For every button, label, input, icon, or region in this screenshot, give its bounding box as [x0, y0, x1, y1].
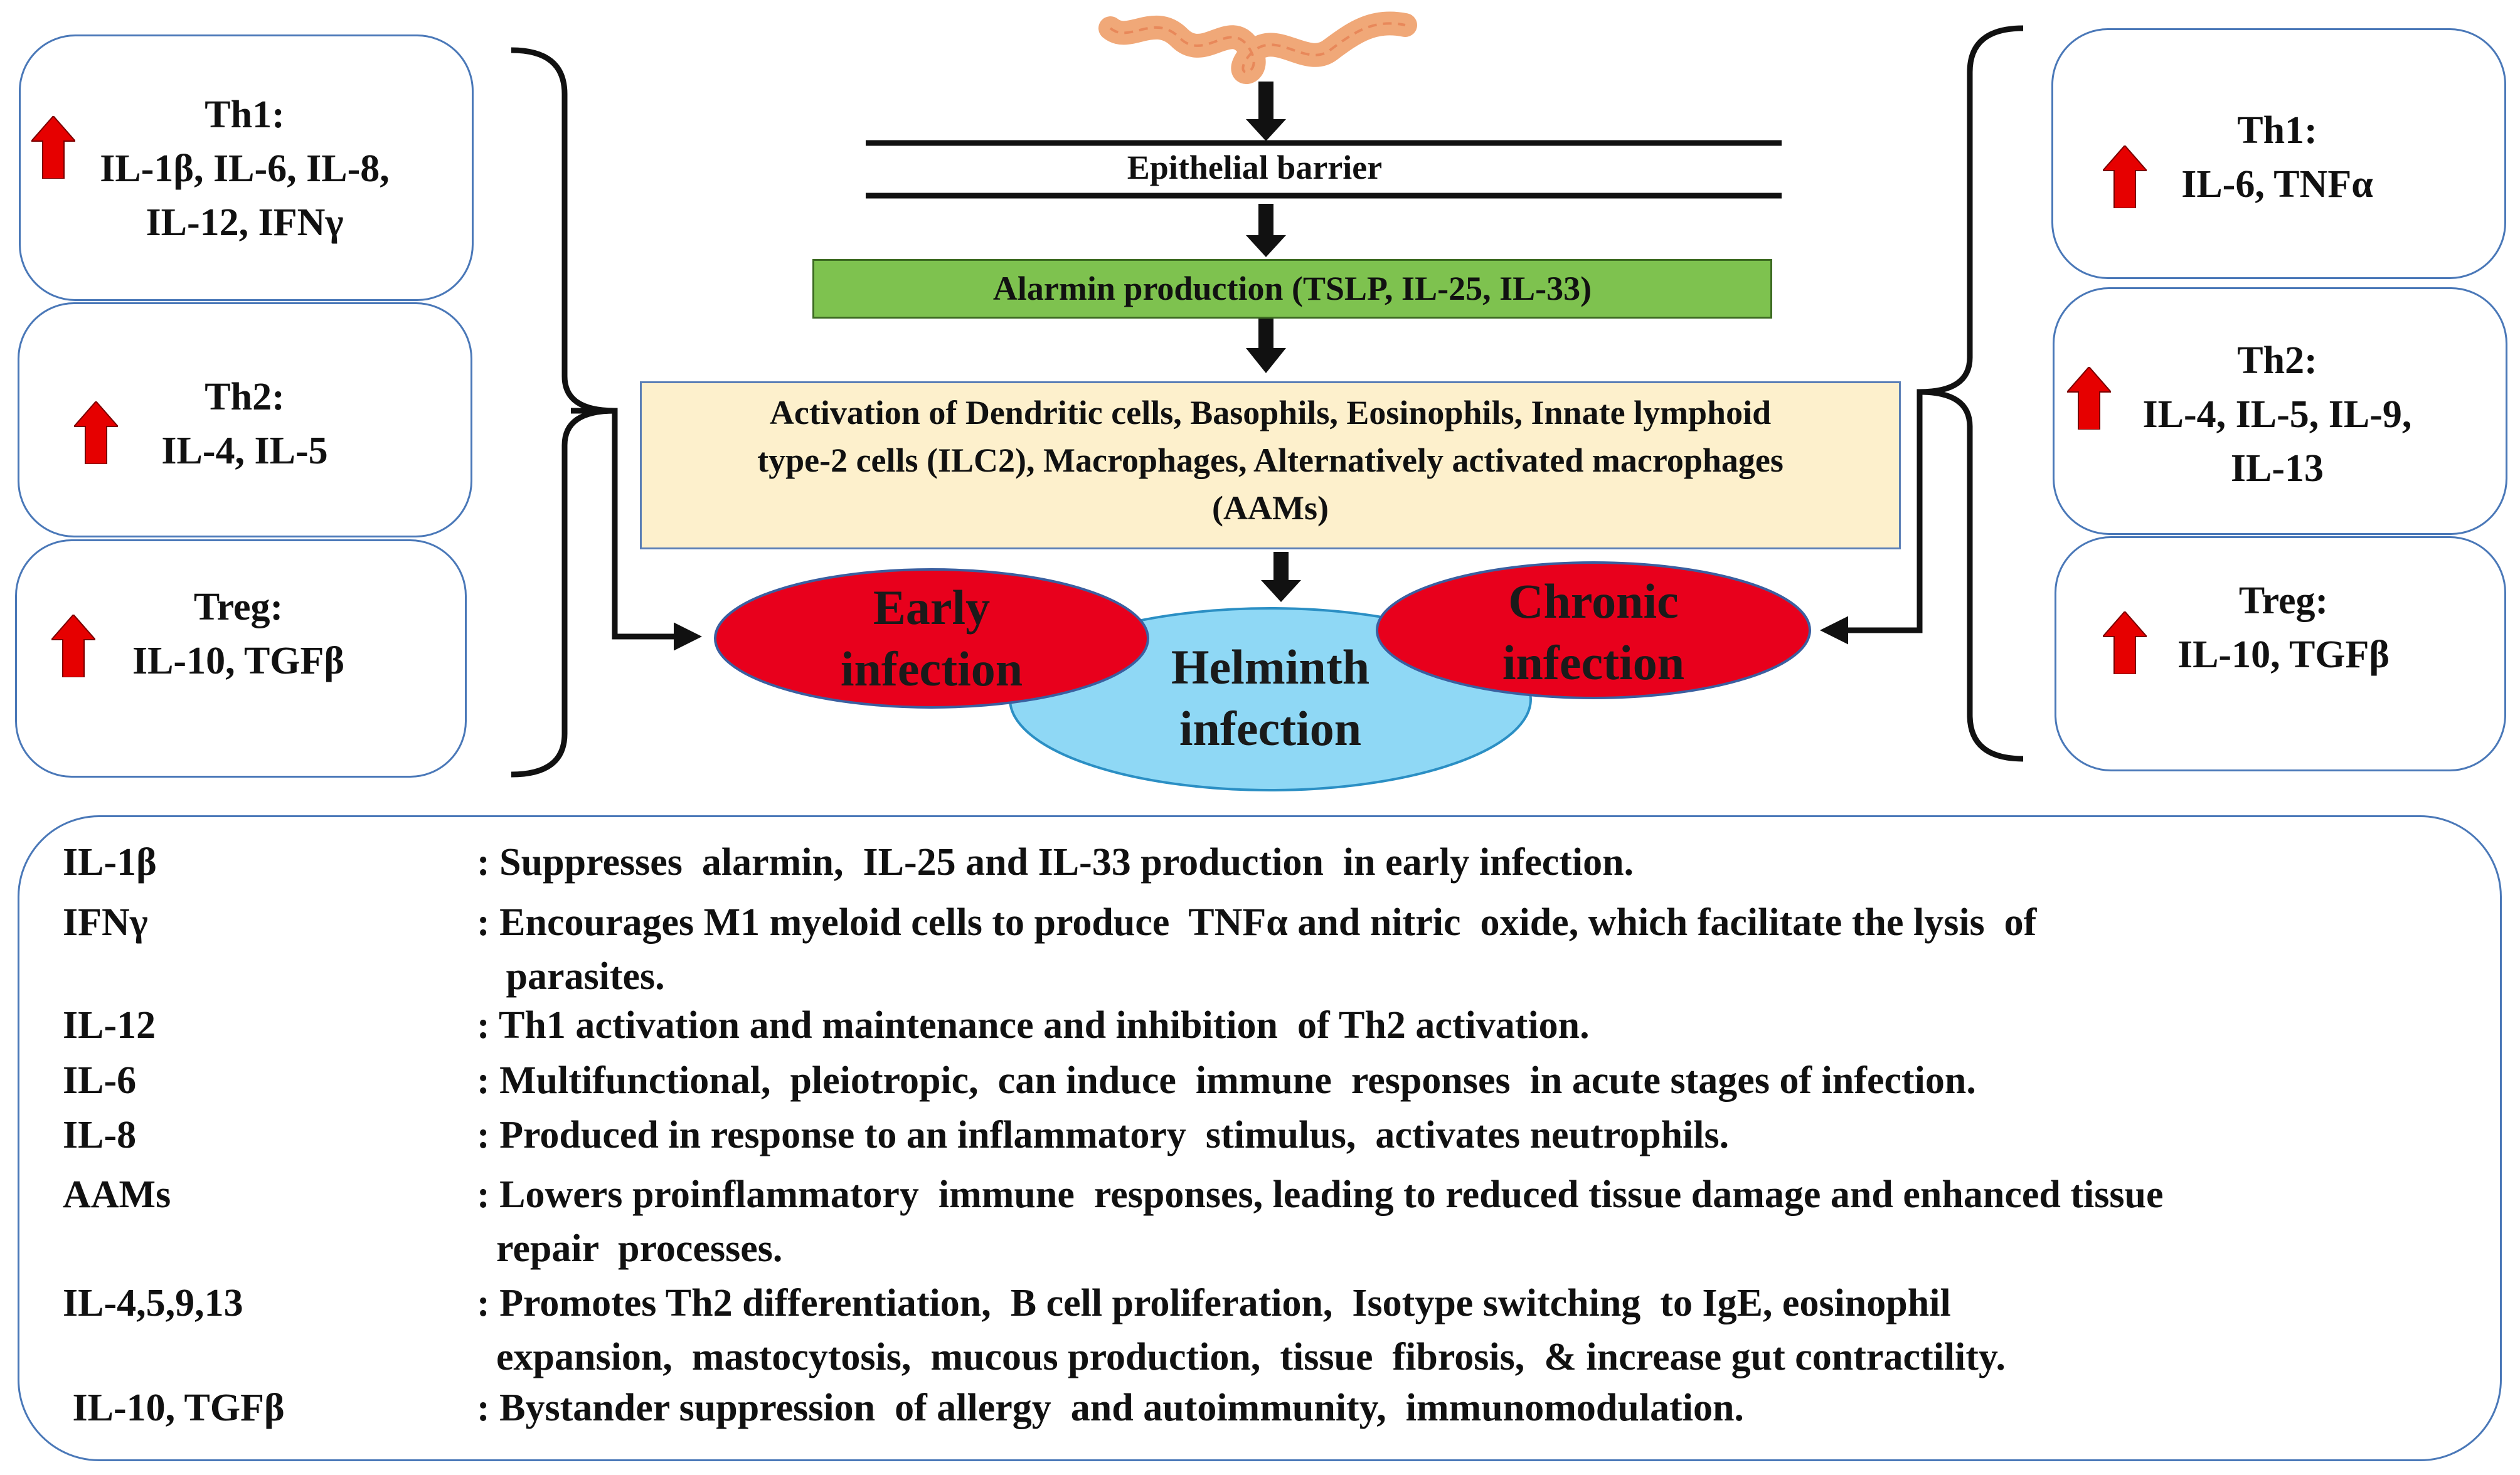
legend-desc: : Lowers proinflammatory immune response… — [477, 1173, 2164, 1270]
early-infection-label: Early infection — [743, 577, 1120, 700]
right-connector-arrow — [1820, 389, 1923, 645]
legend-desc: : Multifunctional, pleiotropic, can indu… — [477, 1059, 1976, 1102]
legend-desc: : Encourages M1 myeloid cells to produce… — [477, 901, 2037, 998]
alarmin-label: Alarmin production (TSLP, IL-25, IL-33) — [992, 270, 1592, 307]
left-connector-arrow — [571, 408, 702, 651]
up-arrow-icon — [2103, 611, 2147, 674]
right-th1-title: Th1: — [2237, 109, 2317, 152]
early-line1: Early — [873, 580, 991, 635]
right-treg-title: Treg: — [2238, 579, 2329, 622]
left-treg-line1: IL-10, TGFβ — [132, 640, 345, 682]
up-arrow-icon — [2103, 145, 2147, 208]
left-panel-th1 — [19, 34, 474, 301]
activation-line3: (AAMs) — [1212, 489, 1329, 527]
helminth-line2: infection — [1179, 701, 1362, 756]
legend-key: IL-12 — [63, 1004, 156, 1047]
flow-arrows — [1246, 82, 1301, 602]
helminth-infection-label: Helminth infection — [1082, 637, 1459, 759]
legend-desc: : Bystander suppression of allergy and a… — [477, 1387, 1744, 1429]
activation-box — [640, 381, 1901, 549]
legend-desc: : Produced in response to an inflammator… — [477, 1114, 1730, 1156]
legend-key: IL-10, TGFβ — [63, 1387, 285, 1429]
left-th2-text: Th2: IL-4, IL-5 — [113, 370, 376, 478]
alarmin-box — [812, 259, 1772, 319]
right-th2-line1: IL-4, IL-5, IL-9, — [2142, 393, 2412, 436]
legend-desc: : Promotes Th2 differentiation, B cell p… — [477, 1282, 2006, 1378]
left-th1-line1: IL-1β, IL-6, IL-8, — [100, 147, 390, 190]
helminth-line1: Helminth — [1171, 640, 1370, 694]
legend-key: IL-4,5,9,13 — [63, 1282, 243, 1324]
left-treg-text: Treg: IL-10, TGFβ — [100, 580, 376, 688]
right-th2-line2: IL-13 — [2230, 447, 2324, 490]
up-arrow-icon — [31, 116, 75, 179]
up-arrow-icon — [51, 615, 95, 677]
legend-key: IL-1β — [63, 841, 157, 884]
left-th2-line1: IL-4, IL-5 — [161, 430, 328, 472]
right-panel-th2 — [2053, 287, 2507, 535]
legend-desc: : Th1 activation and maintenance and inh… — [477, 1004, 1590, 1047]
legend-panel — [18, 815, 2502, 1461]
early-line2: infection — [840, 642, 1023, 696]
right-treg-text: Treg: IL-10, TGFβ — [2145, 574, 2422, 682]
epithelial-barrier-label: Epithelial barrier — [1127, 149, 1383, 186]
activation-line1: Activation of Dendritic cells, Basophils… — [769, 394, 1772, 431]
legend-key: IFNγ — [63, 901, 148, 944]
left-treg-title: Treg: — [193, 586, 284, 628]
right-treg-line1: IL-10, TGFβ — [2177, 633, 2390, 676]
up-arrow-icon — [2067, 367, 2111, 430]
up-arrow-icon — [74, 401, 118, 464]
left-th2-title: Th2: — [205, 376, 285, 418]
chronic-infection-label: Chronic infection — [1405, 571, 1782, 694]
right-th2-text: Th2: IL-4, IL-5, IL-9, IL-13 — [2108, 334, 2447, 495]
left-th1-text: Th1: IL-1β, IL-6, IL-8, IL-12, IFNγ — [63, 88, 427, 250]
legend-key: AAMs — [63, 1173, 171, 1216]
right-bracket — [1919, 25, 2024, 762]
legend-desc: : Suppresses alarmin, IL-25 and IL-33 pr… — [477, 841, 1634, 884]
legend-key: IL-8 — [63, 1114, 137, 1156]
chronic-line1: Chronic — [1508, 574, 1679, 628]
right-th1-line1: IL-6, TNFα — [2181, 163, 2373, 206]
helminth-worm-icon — [1098, 11, 1417, 84]
activation-text: Activation of Dendritic cells, Basophils… — [640, 389, 1901, 532]
left-th1-line2: IL-12, IFNγ — [146, 201, 344, 244]
chronic-line2: infection — [1502, 635, 1685, 690]
early-infection-ellipse — [714, 568, 1149, 709]
chronic-infection-ellipse — [1376, 561, 1811, 699]
left-th1-title: Th1: — [205, 93, 285, 136]
activation-line2: type-2 cells (ILC2), Macrophages, Altern… — [757, 441, 1784, 479]
left-panel-treg — [15, 539, 467, 778]
right-th1-text: Th1: IL-6, TNFα — [2145, 103, 2409, 211]
right-th2-title: Th2: — [2237, 339, 2317, 382]
legend-key: IL-6 — [63, 1059, 137, 1102]
